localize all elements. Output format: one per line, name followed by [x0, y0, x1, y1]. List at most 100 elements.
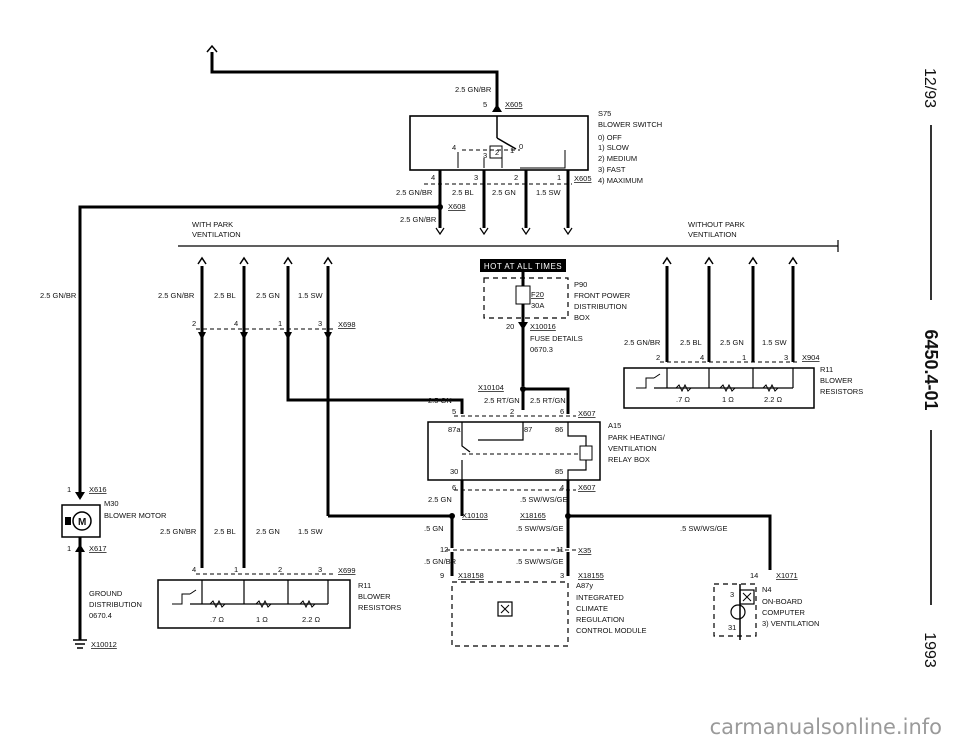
ground-line2: DISTRIBUTION: [89, 600, 142, 609]
s75-pin-3: 3: [474, 173, 478, 182]
relay-l3: RELAY BOX: [608, 455, 650, 464]
ul-wire-1: 2.5 GN/BR: [158, 291, 195, 300]
ground-line3: 0670.4: [89, 611, 112, 620]
wire-sw-right: .5 SW/WS/GE: [680, 524, 728, 533]
s75-pin-1: 1: [557, 173, 561, 182]
x18158: X18158: [458, 571, 484, 580]
module-icon: [497, 601, 513, 617]
relay-87: 87: [524, 425, 532, 434]
s75-pin-4: 4: [431, 173, 435, 182]
section-labels: WITH PARK VENTILATION WITHOUT PARK VENTI…: [178, 220, 839, 252]
fuse-p90: HOT AT ALL TIMES F20 30A P90 FRONT POWER…: [480, 259, 631, 386]
fuse-amps: 30A: [531, 301, 544, 310]
motor-name: BLOWER MOTOR: [104, 511, 167, 520]
ul-pin-4: 3: [318, 319, 322, 328]
relay-a15: X10104 2.5 GN 2.5 RT/GN 2.5 RT/GN 5 2 6 …: [390, 383, 666, 548]
relay-wire-2: 2.5 RT/GN: [484, 396, 520, 405]
ul-pin-1: 2: [192, 319, 196, 328]
pin-3: 3: [560, 571, 564, 580]
fuse-l2: DISTRIBUTION: [574, 302, 627, 311]
x18155: X18155: [578, 571, 604, 580]
pin-11: 11: [556, 545, 564, 554]
relay-wire-1: 2.5 GN: [428, 396, 452, 405]
n4-conn: X1071: [776, 571, 798, 580]
n4-ref: N4: [762, 585, 772, 594]
sw-label-1: 1: [510, 146, 514, 155]
r-r11-ref: R11: [820, 365, 833, 374]
sw-label-0: 0: [519, 142, 523, 151]
x18165: X18165: [520, 511, 546, 520]
n4-switch-icon: [730, 604, 746, 620]
s75-wire-1: 2.5 GN/BR: [396, 188, 433, 197]
without-park-line1: WITHOUT PARK: [688, 220, 745, 229]
n4-l3: 3) VENTILATION: [762, 619, 819, 628]
s75-pos-0: 0) OFF: [598, 133, 622, 142]
motor-conn-top: X616: [89, 485, 107, 494]
n4-onboard-computer: 14 X1071 3 31 N4 ON-BOARD COMPUTER 3) VE…: [713, 571, 819, 640]
sheet-margin: 12/93 6450.4-01 1993: [921, 68, 941, 668]
relay-l2: VENTILATION: [608, 444, 657, 453]
left-wire: 2.5 GN/BR: [40, 291, 77, 300]
pin-9: 9: [440, 571, 444, 580]
ll-pin-2: 1: [234, 565, 238, 574]
x10103: X10103: [462, 511, 488, 520]
sw-label-4: 4: [452, 143, 456, 152]
without-park-line2: VENTILATION: [688, 230, 737, 239]
left-feed-and-motor: 2.5 GN/BR 1 X616 M M30 BLOWER MOTOR 1 X6…: [40, 205, 440, 649]
ll-r11-l2: RESISTORS: [358, 603, 401, 612]
fuse-id: F20: [531, 290, 544, 299]
r-ohm-1: .7 Ω: [676, 395, 690, 404]
ll-wire-3: 2.5 GN: [256, 527, 280, 536]
a87-l2: CLIMATE: [576, 604, 608, 613]
s75-top-wire: 2.5 GN/BR: [455, 85, 492, 94]
relay-bwire-2: .5 SW/WS/GE: [520, 495, 568, 504]
relay-87a: 87a: [448, 425, 461, 434]
r-pin-2: 4: [700, 353, 704, 362]
motor-pin-bottom: 1: [67, 544, 71, 553]
ground-icon: [73, 639, 87, 649]
a87-l4: CONTROL MODULE: [576, 626, 647, 635]
wire-5gn: .5 GN: [424, 524, 444, 533]
n4-module-icon: [739, 589, 755, 605]
fuse-details-1: FUSE DETAILS: [530, 334, 583, 343]
sheet-date: 12/93: [921, 68, 938, 108]
relay-pin-6: 6: [560, 407, 564, 416]
motor-pin-top: 1: [67, 485, 71, 494]
ul-pin-3: 1: [278, 319, 282, 328]
ll-conn: X699: [338, 566, 356, 575]
relay-bpin-4: 4: [560, 483, 564, 492]
ground-line1: GROUND: [89, 589, 123, 598]
hot-at-all-times: HOT AT ALL TIMES: [484, 262, 562, 271]
n4-pin: 14: [750, 571, 758, 580]
relay-wire-3: 2.5 RT/GN: [530, 396, 566, 405]
n4-l2: COMPUTER: [762, 608, 806, 617]
relay-bpin-6: 6: [452, 483, 456, 492]
ul-conn: X698: [338, 320, 356, 329]
a87-l1: INTEGRATED: [576, 593, 624, 602]
fuse-ref: P90: [574, 280, 587, 289]
with-park-line2: VENTILATION: [192, 230, 241, 239]
s75-wire-2: 2.5 BL: [452, 188, 474, 197]
r-wire-2: 2.5 BL: [680, 338, 702, 347]
a87-l3: REGULATION: [576, 615, 624, 624]
ul-wire-4: 1.5 SW: [298, 291, 324, 300]
n4-p3: 3: [730, 590, 734, 599]
s75-wire-3: 2.5 GN: [492, 188, 516, 197]
pin-12: 12: [440, 545, 448, 554]
relay-l1: PARK HEATING/: [608, 433, 666, 442]
ul-pin-2: 4: [234, 319, 238, 328]
r-conn: X904: [802, 353, 820, 362]
s75-top-pin: 5: [483, 100, 487, 109]
ll-ohm-1: .7 Ω: [210, 615, 224, 624]
fuse-pin: 20: [506, 322, 514, 331]
s75-name: BLOWER SWITCH: [598, 120, 662, 129]
r-pin-1: 2: [656, 353, 660, 362]
ul-wire-3: 2.5 GN: [256, 291, 280, 300]
s75-wire-4: 1.5 SW: [536, 188, 562, 197]
ground-conn: X10012: [91, 640, 117, 649]
fuse-l1: FRONT POWER: [574, 291, 631, 300]
x35: X35: [578, 546, 591, 555]
ll-ohm-2: 1 Ω: [256, 615, 268, 624]
r-wire-3: 2.5 GN: [720, 338, 744, 347]
